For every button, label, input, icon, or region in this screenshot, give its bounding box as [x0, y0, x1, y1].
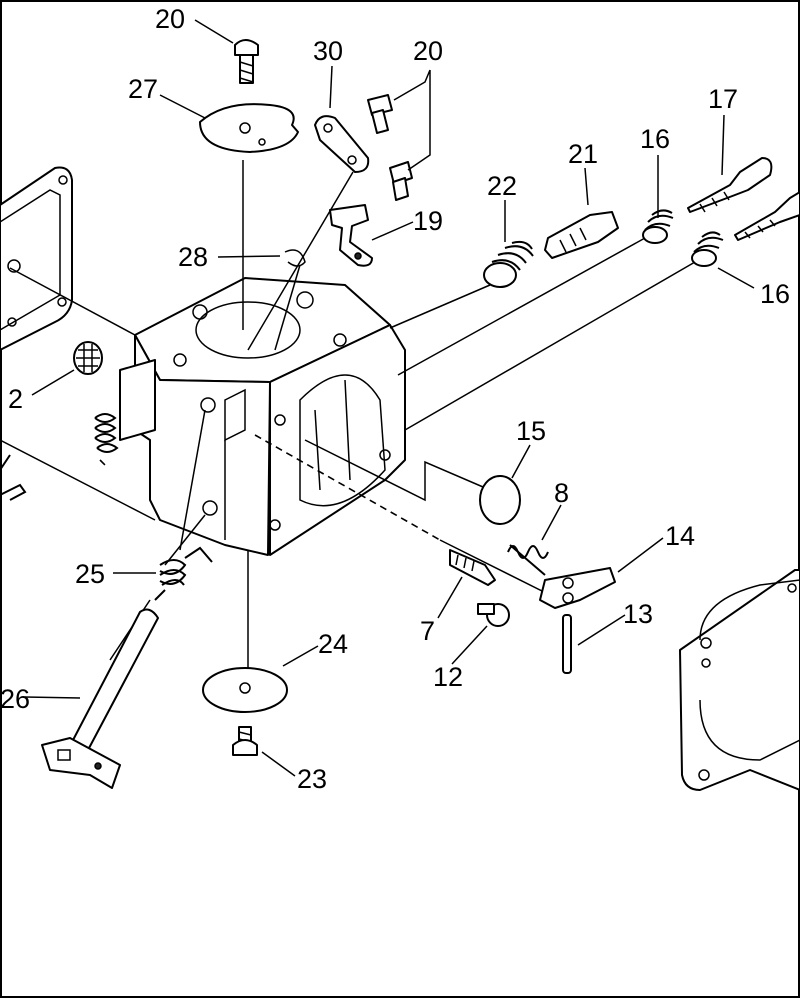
label-24: 24 [318, 629, 348, 659]
part-24-plate [202, 667, 288, 713]
label-16-right: 16 [760, 279, 790, 309]
carburetor-body [119, 277, 406, 556]
label-19: 19 [413, 206, 443, 236]
right-gasket [679, 569, 800, 791]
label-27: 27 [128, 74, 158, 104]
label-22: 22 [487, 171, 517, 201]
left-bracket [0, 454, 27, 501]
label-21: 21 [568, 139, 598, 169]
label-8: 8 [554, 478, 569, 508]
label-12: 12 [433, 662, 463, 692]
part-30-plate [314, 115, 370, 173]
label-25: 25 [75, 559, 105, 589]
label-17: 17 [708, 84, 738, 114]
part-16-spring-a [642, 209, 674, 244]
body-spring [94, 413, 119, 469]
part-20-screw-top [234, 39, 259, 84]
label-2: 2 [8, 384, 23, 414]
part-23-screw [232, 726, 258, 756]
part-22-spring [483, 240, 534, 288]
part-17-needle [687, 157, 773, 213]
part-21-needle [544, 211, 619, 259]
assembly-lines [0, 160, 696, 670]
leader-lines [24, 19, 755, 777]
left-gasket [0, 166, 73, 351]
label-26: 26 [0, 684, 30, 714]
label-23: 23 [297, 764, 327, 794]
label-15: 15 [516, 416, 546, 446]
part-2-screen [73, 341, 103, 375]
label-28: 28 [178, 242, 208, 272]
part-8-spring [507, 544, 549, 576]
part-20-screw-b [389, 161, 413, 201]
part-12-pin [477, 603, 510, 627]
part-15-disc [479, 475, 521, 525]
label-20-right: 20 [413, 36, 443, 66]
label-13: 13 [623, 599, 653, 629]
part-25-spring [154, 546, 213, 601]
part-16-spring-b [691, 231, 724, 267]
label-7: 7 [420, 616, 435, 646]
callout-labels: 20 30 20 27 17 16 21 22 19 28 16 2 15 8 … [0, 4, 790, 794]
part-needle-partial [734, 191, 800, 241]
label-14: 14 [665, 521, 695, 551]
part-13-pin [562, 614, 572, 674]
label-30: 30 [313, 36, 343, 66]
label-20-top: 20 [155, 4, 185, 34]
part-20-screw-a [367, 94, 393, 134]
part-19-lever [329, 204, 373, 267]
part-28-clip [284, 249, 306, 267]
part-27-plate [199, 103, 299, 153]
part-7-needle [449, 549, 496, 586]
label-16-top: 16 [640, 124, 670, 154]
part-14-lever [539, 567, 616, 609]
part-26-shaft [41, 608, 159, 789]
